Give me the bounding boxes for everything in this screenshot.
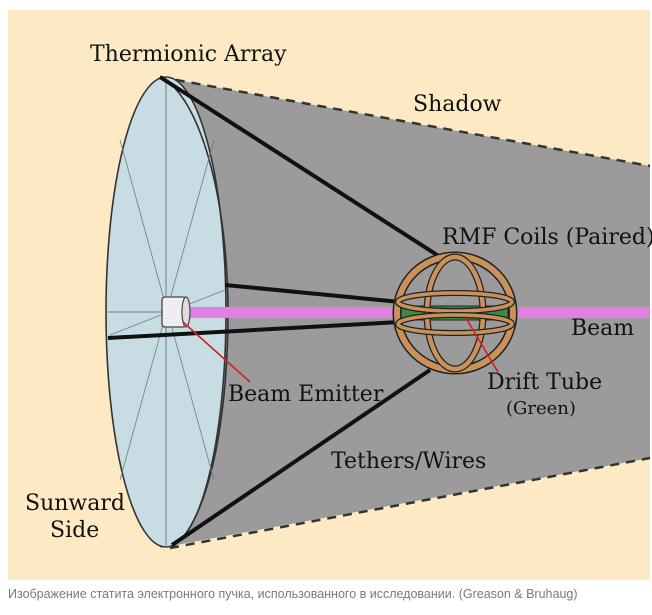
label-rmf-coils: RMF Coils (Paired) [442, 225, 652, 250]
label-tethers: Tethers/Wires [331, 449, 487, 474]
rmf-coil-ring-fill [424, 254, 486, 372]
tether [170, 368, 432, 547]
figure-caption: Изображение статита электронного пучка, … [8, 587, 578, 601]
drift-tube-pointer [465, 317, 499, 373]
label-beam: Beam [571, 316, 635, 341]
rmf-coil-band-fill [396, 313, 514, 335]
label-drift-tube: Drift Tube [487, 370, 603, 395]
label-shadow: Shadow [413, 92, 502, 117]
tether [158, 75, 450, 264]
label-drift-tube-note: (Green) [506, 398, 576, 419]
beam-emitter-pointer [182, 321, 251, 383]
shadow-edge-bottom [169, 456, 651, 550]
tether [224, 283, 401, 304]
label-sunward: Sunward [25, 491, 125, 516]
shadow-edge-top [159, 75, 651, 168]
label-thermionic-array: Thermionic Array [90, 42, 287, 67]
label-sunward-side: Side [50, 518, 100, 543]
tether [107, 320, 401, 340]
label-beam-emitter: Beam Emitter [228, 382, 384, 407]
rmf-coil-band-fill [396, 291, 514, 313]
beam-emitter-face [181, 296, 191, 328]
